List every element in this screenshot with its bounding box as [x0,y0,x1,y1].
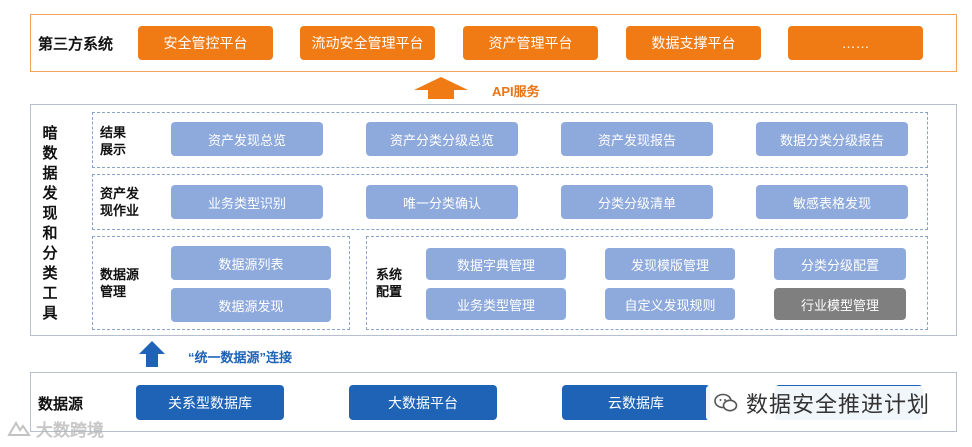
results-row [92,112,928,168]
watermark-left-text: 大数跨境 [36,421,104,440]
datasource-item-cloud-db[interactable]: 云数据库 [562,385,710,420]
discovery-item-business-type[interactable]: 业务类型识别 [171,185,323,219]
results-label-line: 结果 [100,125,127,140]
datasource-mgmt-label-line: 管理 [100,284,127,299]
third-party-item-data-support[interactable]: 数据支撑平台 [626,26,761,60]
datasource-list-button[interactable]: 数据源列表 [171,246,331,280]
tool-title-char: 数 [42,145,58,162]
watermark-logo-icon [7,420,31,436]
tool-title-char: 分 [42,245,58,262]
tool-title-char: 据 [42,165,58,182]
third-party-item-flow-security[interactable]: 流动安全管理平台 [300,26,435,60]
system-config-label-line: 配置 [376,284,403,299]
config-classification-button[interactable]: 分类分级配置 [774,248,906,280]
third-party-title: 第三方系统 [38,36,114,53]
watermark-left: 大数跨境 [6,416,104,441]
results-label: 结果 展示 [100,124,126,158]
config-custom-rule-button[interactable]: 自定义发现规则 [605,288,735,320]
tool-title-char: 和 [42,225,58,242]
tool-title-char: 类 [42,265,58,282]
config-template-button[interactable]: 发现模版管理 [605,248,735,280]
tool-title-char: 具 [42,305,58,322]
connect-up-arrow-icon [139,341,165,367]
third-party-item-more[interactable]: …… [788,26,923,60]
wechat-icon [714,393,738,412]
discovery-label: 资产发 现作业 [100,185,139,219]
datasource-mgmt-box [92,236,350,330]
system-config-label-line: 系统 [376,267,403,282]
watermark-right-text: 数据安全推进计划 [746,392,931,417]
results-item-classification-overview[interactable]: 资产分类分级总览 [366,122,518,156]
datasource-mgmt-label: 数据源 管理 [100,266,139,300]
datasource-title: 数据源 [38,396,84,413]
discovery-item-sensitive-tables[interactable]: 敏感表格发现 [756,185,908,219]
config-dictionary-button[interactable]: 数据字典管理 [426,248,566,280]
discovery-row [92,174,928,230]
results-item-classification-report[interactable]: 数据分类分级报告 [756,122,908,156]
discovery-label-line: 现作业 [100,203,140,218]
third-party-item-asset-mgmt[interactable]: 资产管理平台 [463,26,598,60]
datasource-mgmt-label-line: 数据源 [100,267,140,282]
third-party-item-security-control[interactable]: 安全管控平台 [138,26,273,60]
api-up-arrow-icon [414,77,468,99]
system-config-label: 系统 配置 [376,266,402,300]
discovery-item-class-list[interactable]: 分类分级清单 [561,185,713,219]
config-business-type-button[interactable]: 业务类型管理 [426,288,566,320]
tool-title-char: 暗 [42,125,58,142]
config-industry-model-button[interactable]: 行业模型管理 [774,288,906,320]
watermark-right: 数据安全推进计划 [706,386,939,420]
results-label-line: 展示 [100,142,127,157]
system-config-box [366,236,928,330]
discovery-label-line: 资产发 [100,186,140,201]
discovery-item-unique-class[interactable]: 唯一分类确认 [366,185,518,219]
tool-title-char: 现 [42,205,58,222]
results-item-asset-overview[interactable]: 资产发现总览 [171,122,323,156]
datasource-item-big-data[interactable]: 大数据平台 [349,385,497,420]
datasource-discovery-button[interactable]: 数据源发现 [171,288,331,322]
tool-title-char: 发 [42,185,58,202]
tool-title: 暗 数 据 发 现 和 分 类 工 具 [40,124,60,324]
tool-title-char: 工 [42,285,58,302]
connect-label: “统一数据源”连接 [188,350,293,365]
datasource-item-relational-db[interactable]: 关系型数据库 [136,385,284,420]
api-label: API服务 [492,84,540,99]
results-item-asset-report[interactable]: 资产发现报告 [561,122,713,156]
